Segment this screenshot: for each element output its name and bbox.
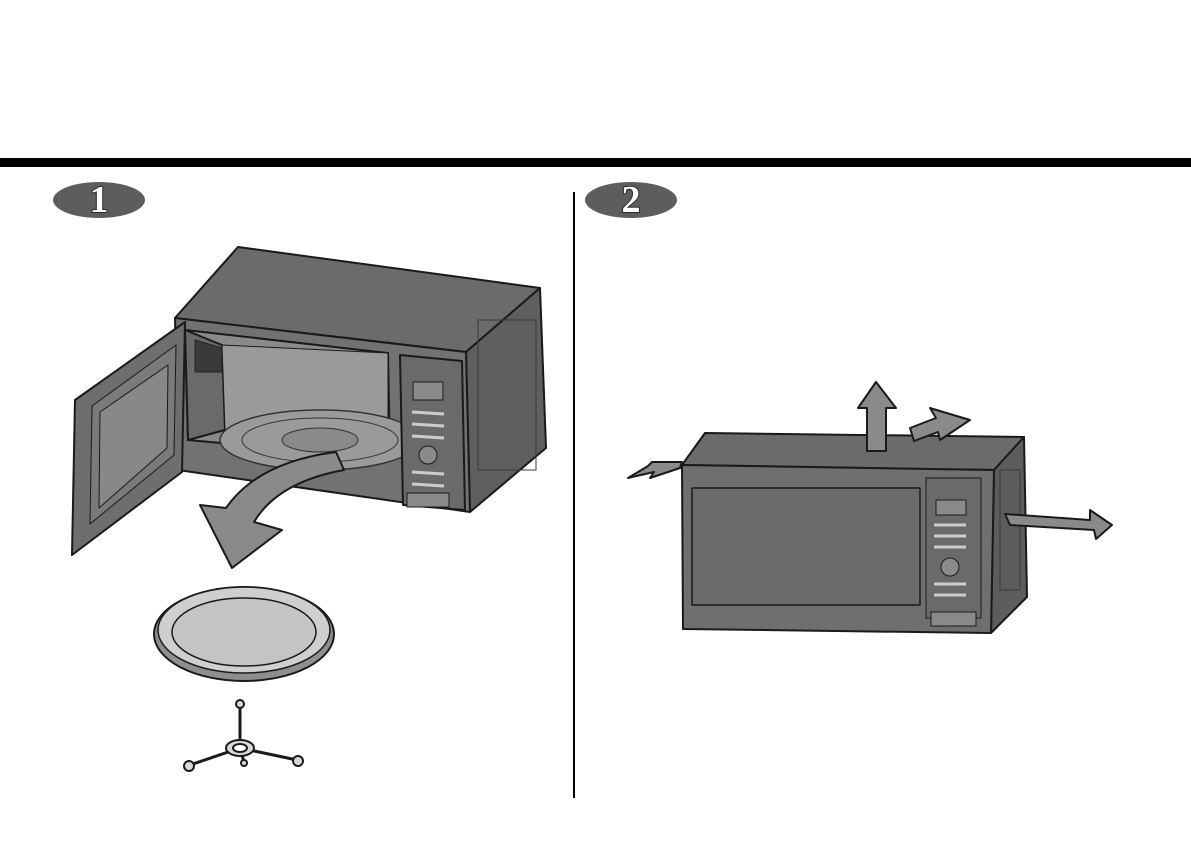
closed-microwave xyxy=(682,433,1027,633)
cabinet-side xyxy=(991,437,1027,633)
roller-ring xyxy=(184,700,303,771)
glass-tray xyxy=(154,587,334,681)
step-1-illustration xyxy=(0,0,580,800)
cabinet-top xyxy=(682,433,1024,470)
arrow-left-icon xyxy=(628,462,682,478)
step-2-illustration xyxy=(580,0,1191,800)
door-window xyxy=(692,488,920,605)
open-microwave xyxy=(72,247,546,555)
